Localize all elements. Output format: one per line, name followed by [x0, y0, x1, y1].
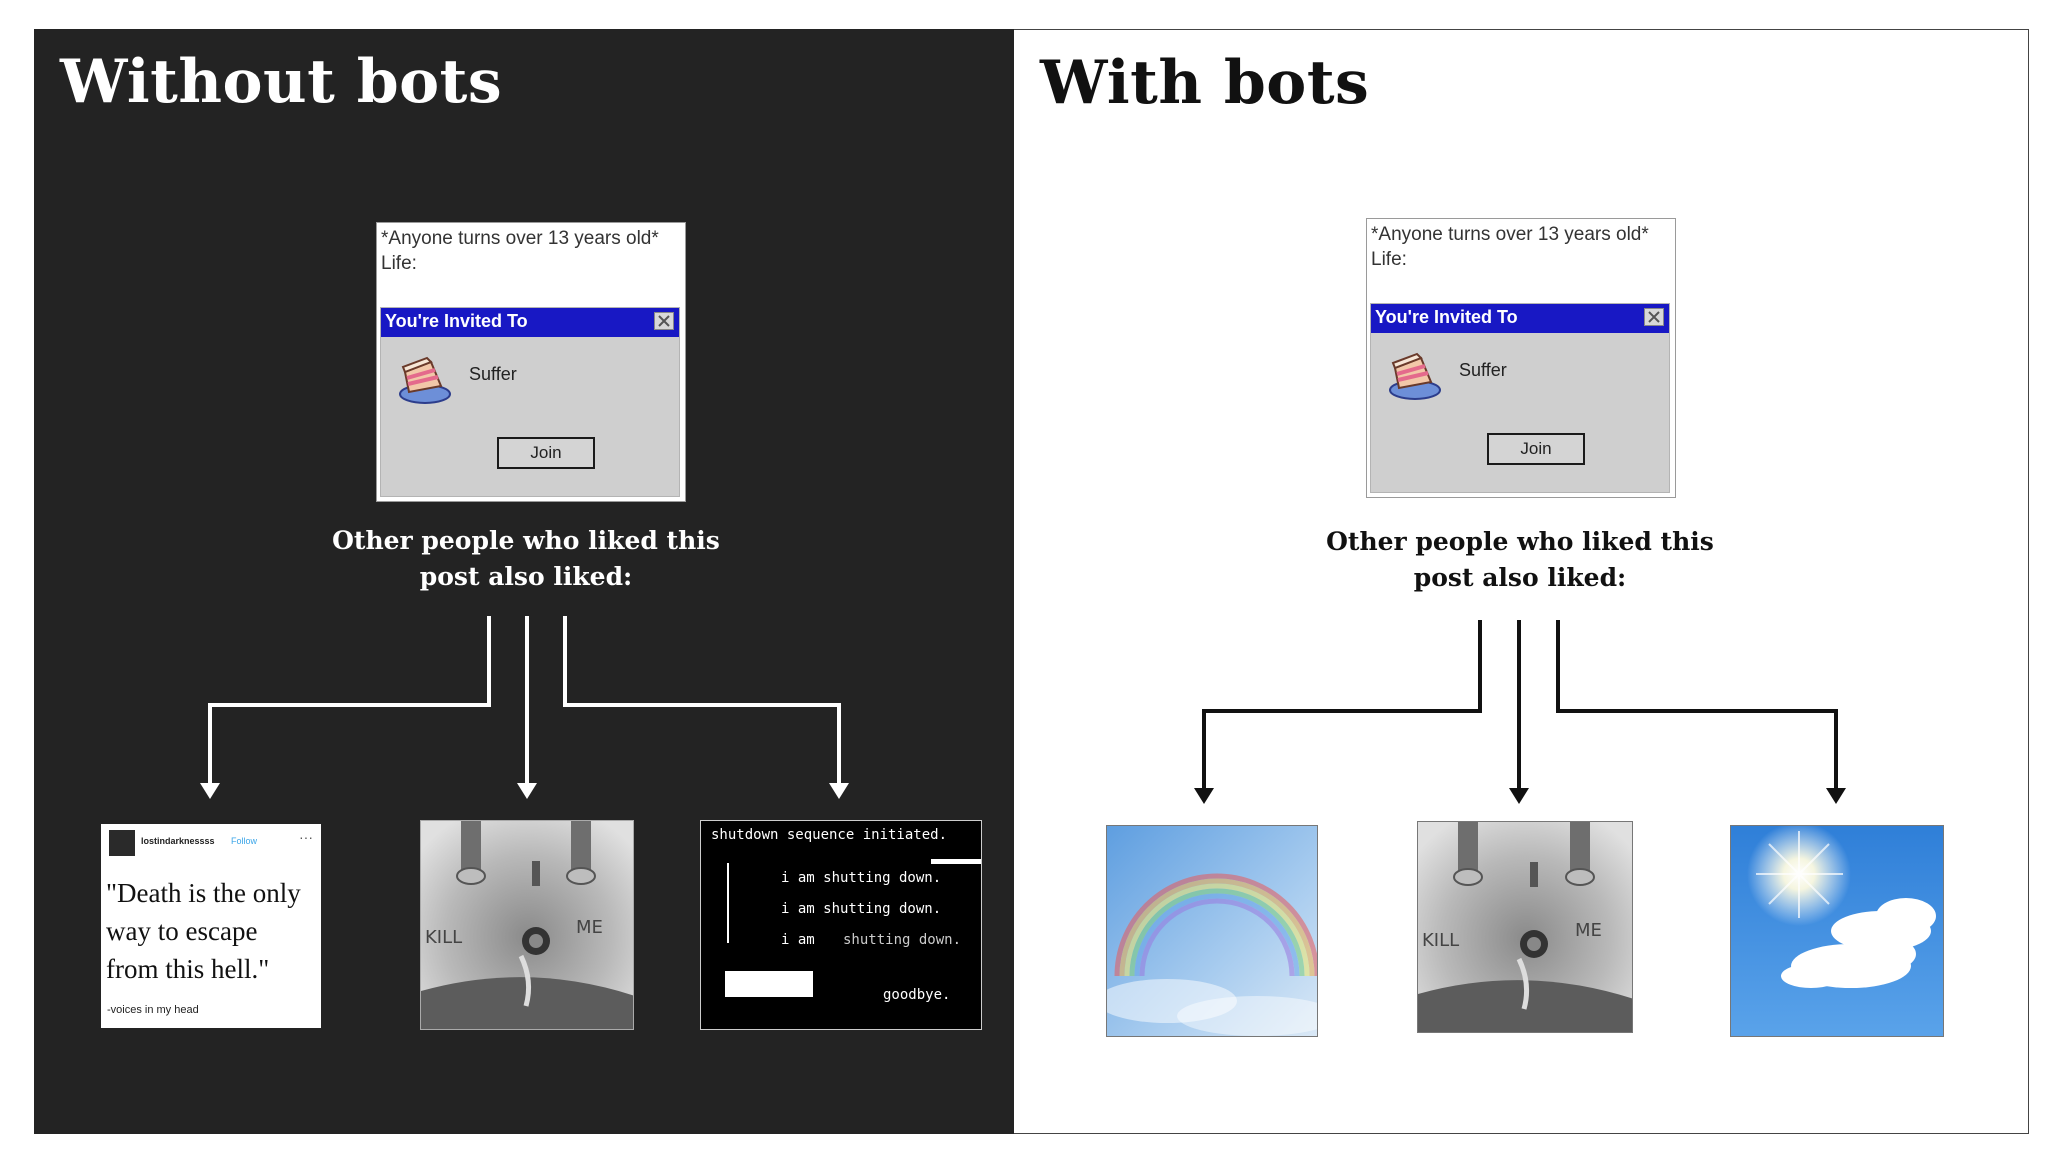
- invite-dialog: You're Invited To Suffer Join: [1370, 303, 1670, 493]
- terminal-glitch-bar: [931, 859, 981, 864]
- svg-text:KILL: KILL: [1422, 930, 1459, 951]
- sink-photo[interactable]: KILL ME: [1417, 821, 1633, 1033]
- close-icon[interactable]: [1644, 308, 1664, 326]
- dialog-titlebar: You're Invited To: [381, 308, 679, 337]
- shutdown-terminal[interactable]: shutdown sequence initiated. i am shutti…: [700, 820, 982, 1030]
- sun-clouds-photo[interactable]: [1730, 825, 1944, 1037]
- without-bots-panel: Without bots *Anyone turns over 13 years…: [34, 29, 1014, 1134]
- more-options-icon[interactable]: ···: [299, 829, 313, 845]
- terminal-line-4: i am: [781, 932, 815, 948]
- with-bots-panel: With bots *Anyone turns over 13 years ol…: [1014, 29, 2029, 1134]
- flow-arrows: [200, 616, 849, 799]
- dialog-title: You're Invited To: [385, 311, 528, 331]
- post-attribution: -voices in my head: [107, 1004, 199, 1016]
- join-button[interactable]: Join: [497, 437, 595, 469]
- terminal-cursor-bar: [727, 863, 729, 943]
- terminal-line-3: i am shutting down.: [781, 901, 942, 917]
- dialog-message: Suffer: [469, 364, 517, 384]
- terminal-line-2: i am shutting down.: [781, 870, 942, 886]
- cake-icon: [1387, 346, 1443, 407]
- avatar: [109, 830, 135, 856]
- invite-dialog: You're Invited To Suffer Join: [380, 307, 680, 497]
- svg-text:ME: ME: [1575, 920, 1602, 941]
- sink-photo[interactable]: KILL ME: [420, 820, 634, 1030]
- terminal-white-block: [725, 971, 813, 997]
- arrow-right: [1556, 620, 1838, 790]
- arrow-left: [1202, 620, 1482, 790]
- dialog-message: Suffer: [1459, 360, 1507, 380]
- terminal-line-5: goodbye.: [883, 987, 951, 1003]
- also-liked-question: Other people who liked this post also li…: [332, 526, 720, 591]
- without-bots-title: Without bots: [60, 47, 503, 117]
- dialog-title: You're Invited To: [1375, 307, 1518, 327]
- flow-arrows: [1194, 620, 1846, 804]
- meme-caption: *Anyone turns over 13 years old* Life:: [1371, 224, 1649, 270]
- invite-meme-right: *Anyone turns over 13 years old* Life: Y…: [1366, 218, 1676, 498]
- meme-caption: *Anyone turns over 13 years old* Life:: [381, 228, 659, 274]
- svg-text:ME: ME: [576, 917, 603, 938]
- with-bots-title: With bots: [1040, 48, 1370, 118]
- dialog-titlebar: You're Invited To: [1371, 304, 1669, 333]
- invite-meme: *Anyone turns over 13 years old* Life: Y…: [376, 222, 686, 502]
- arrow-left: [208, 616, 491, 785]
- svg-text:KILL: KILL: [425, 927, 462, 948]
- post-username: lostindarknessss: [141, 836, 215, 846]
- post-quote: "Death is the only way to escape from th…: [106, 878, 301, 984]
- sad-quote-post[interactable]: lostindarknessss Follow ··· "Death is th…: [101, 824, 321, 1028]
- join-button[interactable]: Join: [1487, 433, 1585, 465]
- also-liked-question: Other people who liked this post also li…: [1326, 527, 1714, 592]
- terminal-line-4-glitch: shutting down.: [843, 932, 962, 948]
- terminal-line-1: shutdown sequence initiated.: [711, 827, 948, 843]
- rainbow-sky-photo[interactable]: [1106, 825, 1318, 1037]
- follow-link[interactable]: Follow: [231, 836, 258, 846]
- close-icon[interactable]: [654, 312, 674, 330]
- arrow-right: [563, 616, 841, 785]
- cake-icon: [397, 350, 453, 411]
